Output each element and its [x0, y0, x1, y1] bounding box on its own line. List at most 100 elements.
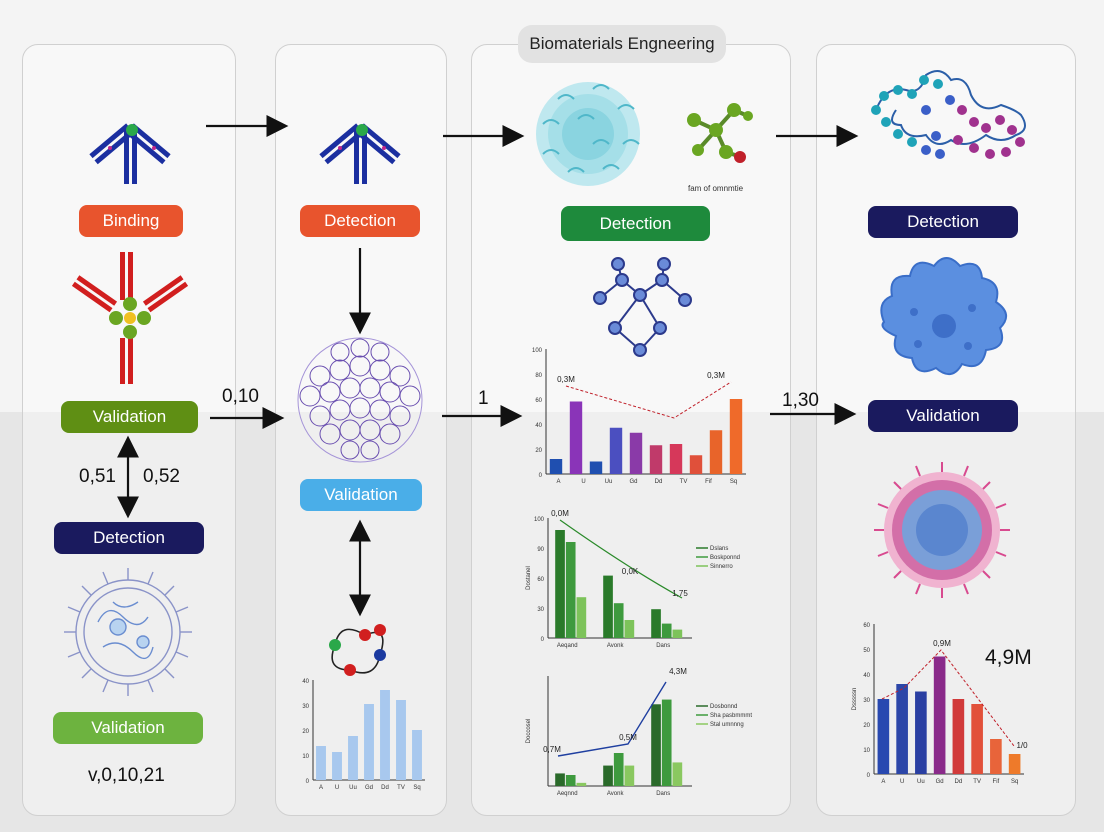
panel2-bars-y-tick: 10: [302, 754, 309, 760]
panel3-mid-bars-legend-label: Dslans: [710, 546, 728, 552]
panel3-mid-bars-bar: [651, 609, 661, 638]
panel4-bars-annotation: 1/0: [1016, 741, 1028, 750]
panel4-bars-y-tick: 20: [863, 723, 870, 729]
panel3-top-bars-annotation: 0,3M: [707, 371, 725, 380]
panel3-mid-bars-bar: [672, 629, 683, 638]
panel4-bars-x-tick: A: [881, 779, 885, 785]
panel3-top-bars-x-tick: U: [581, 479, 585, 485]
panel3-bottom-bars-x-tick: Aeqnnd: [557, 791, 578, 797]
panel3-mid-bars-annotation: 0,0M: [551, 509, 569, 518]
panel4-bars-trend-line: [881, 649, 1015, 747]
panel2-bars-y-tick: 30: [302, 704, 309, 710]
arrow-value-p2: 0,10: [222, 386, 259, 407]
validation-label-p4: Validation: [868, 400, 1018, 432]
panel3-top-bars-y-tick: 80: [535, 373, 542, 379]
panel3-top-bars-annotation: 0,3M: [557, 375, 575, 384]
panel4-bars-y-tick: 40: [863, 673, 870, 679]
panel4-bars-x-tick: Fif: [993, 779, 1000, 785]
binding-label: Binding: [79, 205, 183, 237]
panel2-bars-x-tick: TV: [397, 785, 405, 791]
panel3-mid-bars-y-label: Dostanel: [526, 566, 532, 590]
panel3-mid-bars-bar: [661, 623, 672, 638]
panel3-top-bars-x-tick: Dd: [655, 479, 663, 485]
panel3-mid-bars-y-tick: 30: [537, 607, 544, 613]
panel3-bottom-bars-trend-line: [557, 681, 667, 757]
panel3-top-bars-bar: [549, 459, 563, 474]
molecule-caption: fam of omnmtie: [688, 184, 744, 193]
panel2-bars-x-tick: Dd: [381, 785, 389, 791]
panel3-top-bars-bar: [729, 399, 743, 474]
panel2-bars-x-tick: A: [319, 785, 323, 791]
panel3-mid-bars-bar: [565, 542, 576, 638]
panel4-bars-y-tick: 10: [863, 748, 870, 754]
panel3-top-bars-y-tick: 60: [535, 398, 542, 404]
panel3-bottom-bars-bar: [672, 762, 683, 786]
panel4-bars-x-tick: Dd: [955, 779, 963, 785]
panel3-top-bars-x-tick: Sq: [730, 479, 737, 485]
panel2-bars-bar: [316, 746, 326, 780]
panel3-top-bars-bar: [689, 455, 703, 474]
detection-label-p1: Detection: [54, 522, 204, 554]
panel3-mid-bars-y-tick: 60: [537, 577, 544, 583]
panel3-top-bars-y-tick: 20: [535, 448, 542, 454]
validation-label-1: Validation: [61, 401, 198, 433]
detection-label-p2: Detection: [300, 205, 420, 237]
panel2-bars-x-tick: Sq: [413, 785, 420, 791]
panel3-bottom-bars-annotation: 4,3M: [669, 667, 687, 676]
panel3-mid-bars-x-tick: Dans: [656, 643, 670, 649]
panel4-bars-bar: [915, 691, 927, 774]
panel4-bars-y-tick: 50: [863, 648, 870, 654]
panel2-bars-y-tick: 0: [306, 779, 310, 785]
panel3-top-bars-bar: [649, 445, 663, 474]
panel4-bars-bar: [877, 699, 890, 774]
panel-detection: [275, 44, 447, 816]
panel3-top-bars-bar: [669, 444, 683, 474]
validation-label-2: Validation: [53, 712, 203, 744]
panel3-bottom-bars-bar: [651, 704, 661, 786]
panel4-bars-x-tick: Uu: [917, 779, 925, 785]
panel3-bottom-bars-bar: [576, 782, 587, 786]
network-icon: [593, 257, 692, 357]
panel3-mid-bars-legend-label: Boskponnd: [710, 555, 740, 561]
panel3-mid-bars-legend-label: Sinnerro: [710, 564, 733, 570]
validation-label-p2: Validation: [300, 479, 422, 511]
panel4-bars-x-tick: Gd: [936, 779, 944, 785]
panel2-bars-bar: [348, 736, 358, 780]
panel4-bars-y-label: Dsssssn: [852, 688, 858, 711]
panel3-mid-bars-bar: [613, 603, 624, 638]
panel4-bars-bar: [1008, 754, 1021, 774]
panel3-bottom-bars-bar: [613, 753, 624, 786]
panel3-top-bars-x-tick: Uu: [605, 479, 613, 485]
panel3-top-bars-x-tick: Fif: [705, 479, 712, 485]
cell-cluster-icon: [297, 337, 423, 463]
panel2-bars-y-tick: 20: [302, 729, 309, 735]
nanosphere-icon: [874, 462, 1010, 598]
panel2-bars-y-tick: 40: [302, 679, 309, 685]
panel3-bottom-bars-x-tick: Avonk: [607, 791, 625, 797]
antibody-icon-2: [319, 123, 401, 184]
molecule-ring-icon: [329, 624, 386, 676]
value-left: 0,51: [79, 466, 116, 487]
value-right: 0,52: [143, 466, 180, 487]
panel2-bars-x-tick: U: [335, 785, 339, 791]
panel3-top-bars-x-tick: A: [556, 479, 560, 485]
panel3-bottom-bars-bar: [624, 765, 635, 786]
footer-value: v,0,10,21: [88, 765, 165, 786]
antibody-icon: [89, 123, 171, 184]
panel2-bars-x-tick: Gd: [365, 785, 373, 791]
panel3-mid-bars-annotation: 1,75: [672, 589, 688, 598]
panel3-top-bars-y-tick: 100: [532, 348, 543, 354]
panel3-mid-bars-annotation: 0,0K: [622, 567, 639, 576]
panel3-top-bars-trend-line: [565, 381, 732, 419]
panel3-mid-bars-bar: [603, 575, 613, 638]
panel3-mid-bars-y-tick: 90: [537, 547, 544, 553]
detection-label-p3: Detection: [561, 206, 710, 241]
panel3-bottom-bars-x-tick: Dans: [656, 791, 670, 797]
panel4-bars-y-tick: 60: [863, 623, 870, 629]
panel2-bars-bar: [396, 700, 406, 780]
panel3-mid-bars-x-tick: Aeqand: [557, 643, 578, 649]
panel3-bottom-bars-legend-label: Dosbonnd: [710, 704, 737, 710]
panel2-bars-bar: [364, 704, 374, 780]
